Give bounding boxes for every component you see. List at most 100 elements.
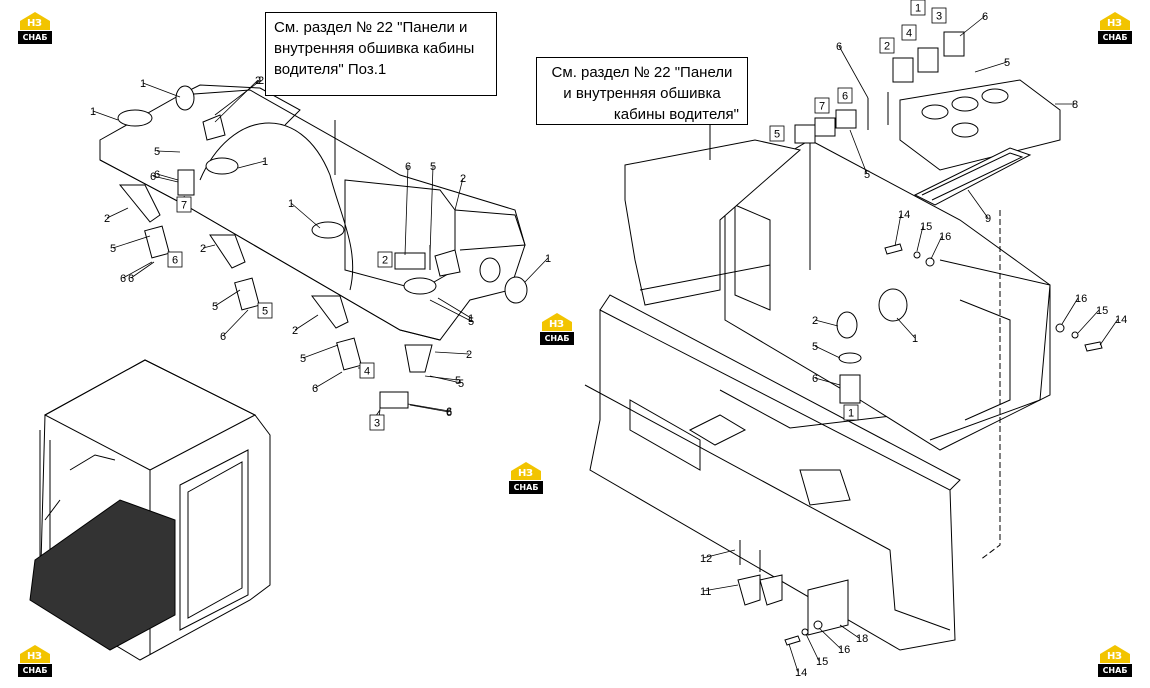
left-leader-10 [404,165,409,256]
left-leader-21 [524,257,549,283]
boxed-number-8: 4 [906,28,912,40]
right-part-number-18: 14 [795,667,807,679]
left-part-number-20: 5 [458,378,464,390]
right-part-number-8: 16 [939,231,951,243]
note-left-line-3: водителя" Поз.1 [274,61,387,78]
brand-logo-top-right: НЗ СНАБ [1098,12,1132,46]
left-air-duct [99,84,526,341]
note-right-line-1: См. раздел № 22 "Панели [551,64,733,81]
left-leader-31 [424,375,459,381]
left-part-number-3: 5 [154,146,160,158]
left-part-number-2: 2 [258,75,264,87]
right-part-number-10: 2 [812,315,818,327]
left-leader-7 [106,207,129,219]
boxed-number-frame-7 [879,37,895,54]
left-part-number-31: 5 [455,375,461,387]
left-leader-28 [152,175,179,183]
right-part-number-3: 6 [836,41,842,53]
brand-logo-center-top: НЗ СНАБ [540,313,574,347]
left-part-number-32: 6 [446,407,452,419]
right-leader-10 [814,319,839,327]
left-leader-2 [214,79,262,116]
brand-logo-bottom-left: НЗ СНАБ [18,645,52,679]
left-leader-5 [156,173,179,181]
left-part-number-1: 1 [90,106,96,118]
right-side-panel [624,139,802,306]
right-leader-18 [788,643,799,673]
boxed-number-12: 1 [848,408,854,420]
boxed-number-4: 4 [364,366,370,378]
boxed-number-frame-6 [931,7,947,24]
boxed-number-frame-5 [369,414,385,431]
boxed-number-frame-0 [176,196,192,213]
right-part-number-16: 12 [700,553,712,565]
boxed-number-frame-3 [377,251,393,268]
left-part-number-28: 6 [150,171,156,183]
right-leader-0 [959,15,986,37]
boxed-number-11: 5 [774,129,780,141]
boxed-number-2: 5 [262,306,268,318]
boxed-number-frame-10 [814,97,830,114]
left-leader-27 [214,79,259,123]
left-part-number-25: 6 [446,406,452,418]
right-part-number-15: 14 [1115,314,1127,326]
left-part-number-26: 5 [468,316,474,328]
note-left-line-1: См. раздел № 22 "Панели и [274,19,468,36]
left-part-number-27: 2 [255,75,261,87]
note-right-line-2: и внутренняя обшивка [563,85,721,102]
left-part-number-10: 6 [405,161,411,173]
right-leader-15 [1099,318,1119,346]
right-part-number-2: 8 [1072,99,1078,111]
boxed-number-7: 2 [884,41,890,53]
right-leader-6 [894,213,902,247]
left-part-number-15: 1 [288,198,294,210]
left-leader-12 [214,289,241,307]
boxed-number-frame-1 [167,251,183,268]
left-leader-32 [409,404,450,413]
boxed-number-0: 7 [181,200,187,212]
right-cab-base [584,294,961,651]
boxed-number-frame-12 [843,404,859,421]
boxed-number-frame-2 [257,302,273,319]
left-leader-14 [222,309,249,337]
boxed-number-10: 7 [819,101,825,113]
left-part-number-11: 2 [200,243,206,255]
left-leader-26 [429,299,472,322]
left-leader-15 [290,202,321,229]
note-right-section-22: См. раздел № 22 "Панели и внутренняя обш… [536,57,748,125]
right-part-number-11: 5 [812,341,818,353]
right-part-number-21: 18 [856,633,868,645]
left-leader-33 [437,297,472,319]
right-leader-8 [930,235,943,260]
left-leader-19 [454,177,464,211]
left-part-number-19: 2 [460,173,466,185]
boxed-number-frame-13 [910,0,926,16]
boxed-number-frame-11 [769,125,785,142]
right-part-number-0: 6 [982,11,988,23]
label-numbers: 1125167256625561625251243652636561658659… [90,0,1127,679]
left-part-number-5: 6 [154,169,160,181]
left-leader-18 [302,344,339,359]
note-left-line-2: внутренняя обшивка кабины [274,40,475,57]
left-leader-9 [122,261,153,279]
left-part-number-0: 1 [140,78,146,90]
right-leader-9 [896,317,916,339]
right-leader-21 [839,624,860,639]
right-leader-13 [1061,297,1079,325]
boxed-number-9: 6 [842,91,848,103]
boxed-number-5: 3 [374,418,380,430]
left-leader-16 [314,371,343,389]
left-part-number-4: 1 [262,156,268,168]
right-part-number-17: 11 [700,586,711,598]
left-part-number-12: 5 [212,301,218,313]
boxed-number-frame-8 [901,24,917,41]
boxed-number-13: 1 [915,3,921,15]
dashed-line [979,210,1001,561]
right-part-number-14: 15 [1096,305,1108,317]
right-part-number-9: 1 [912,333,918,345]
left-leader-8 [112,235,151,249]
left-elbows [118,114,461,373]
right-leader-1 [974,61,1008,73]
right-leader-20 [818,627,842,650]
left-part-number-21: 1 [545,253,551,265]
